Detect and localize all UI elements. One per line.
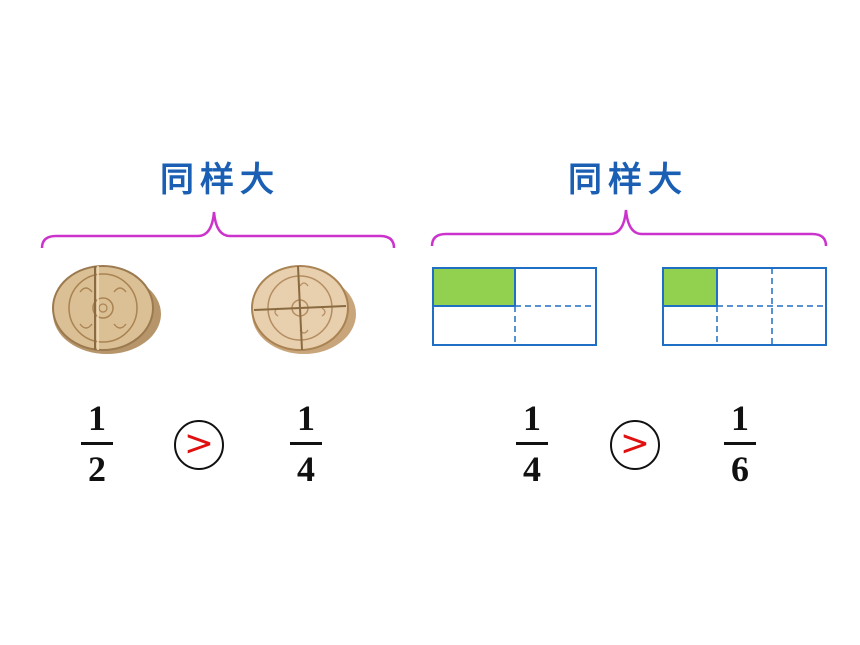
- brace-right: [430, 209, 828, 247]
- fraction-bar: [516, 442, 548, 445]
- same-size-label-right: 同样大: [568, 160, 688, 200]
- mooncake-halves: [52, 265, 161, 354]
- rectangle-sixths: [662, 267, 827, 346]
- fraction-bar: [724, 442, 756, 445]
- mooncake-quarters: [251, 265, 356, 354]
- denominator: 6: [731, 449, 749, 489]
- numerator: 1: [731, 398, 749, 438]
- fraction-one-half: 1 2: [77, 398, 117, 489]
- denominator: 2: [88, 449, 106, 489]
- denominator: 4: [523, 449, 541, 489]
- fraction-one-quarter: 1 4: [286, 398, 326, 489]
- brace-left: [40, 211, 396, 249]
- numerator: 1: [88, 398, 106, 438]
- greater-than-circle: >: [174, 420, 224, 470]
- fraction-one-sixth: 1 6: [720, 398, 760, 489]
- greater-than-circle: >: [610, 420, 660, 470]
- numerator: 1: [297, 398, 315, 438]
- denominator: 4: [297, 449, 315, 489]
- numerator: 1: [523, 398, 541, 438]
- fraction-one-quarter-rect: 1 4: [512, 398, 552, 489]
- rectangle-quarters: [432, 267, 597, 346]
- same-size-label-left: 同样大: [160, 160, 280, 200]
- fraction-bar: [81, 442, 113, 445]
- fraction-bar: [290, 442, 322, 445]
